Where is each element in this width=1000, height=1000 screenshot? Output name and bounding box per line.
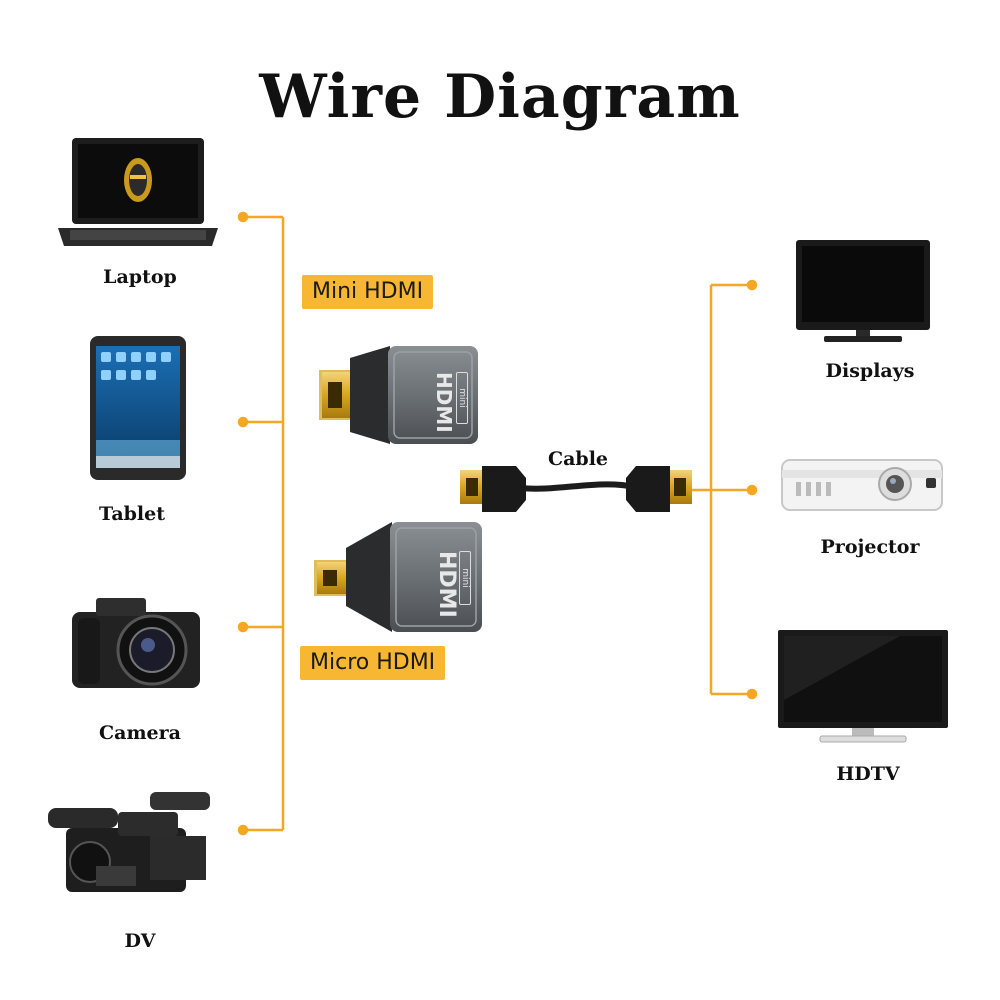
diagram-title: Wire Diagram — [259, 62, 741, 132]
micro-hdmi-tag: Micro HDMI — [300, 646, 446, 680]
target-label-hdtv: HDTV — [836, 763, 900, 785]
mini-hdmi-tag: Mini HDMI — [302, 275, 434, 309]
camcorder-icon — [48, 792, 210, 892]
target-connector-lines — [690, 279, 758, 700]
micro-hdmi-badge-small: mini — [459, 551, 471, 605]
hdmi-cable-icon — [460, 466, 692, 512]
camera-icon — [72, 598, 200, 688]
mini-hdmi-badge: mini HDMI — [408, 372, 468, 433]
monitor-icon — [796, 240, 930, 342]
projector-icon — [781, 459, 943, 511]
cable-label: Cable — [547, 448, 609, 470]
target-label-displays: Displays — [825, 360, 915, 382]
mini-hdmi-badge-small: mini — [456, 372, 468, 424]
source-connector-lines — [237, 211, 285, 836]
source-label-camera: Camera — [99, 722, 181, 744]
tv-icon — [778, 630, 948, 743]
mini-hdmi-adapter-icon — [319, 346, 478, 444]
micro-hdmi-badge-big: HDMI — [434, 551, 459, 618]
micro-hdmi-badge: mini HDMI — [411, 551, 471, 618]
source-label-laptop: Laptop — [103, 266, 177, 288]
mini-hdmi-badge-big: HDMI — [432, 372, 456, 433]
source-label-dv: DV — [124, 930, 156, 952]
target-label-projector: Projector — [820, 536, 920, 558]
laptop-icon — [58, 138, 218, 246]
source-label-tablet: Tablet — [99, 503, 165, 525]
micro-hdmi-adapter-icon — [314, 522, 482, 632]
tablet-icon — [90, 336, 186, 480]
